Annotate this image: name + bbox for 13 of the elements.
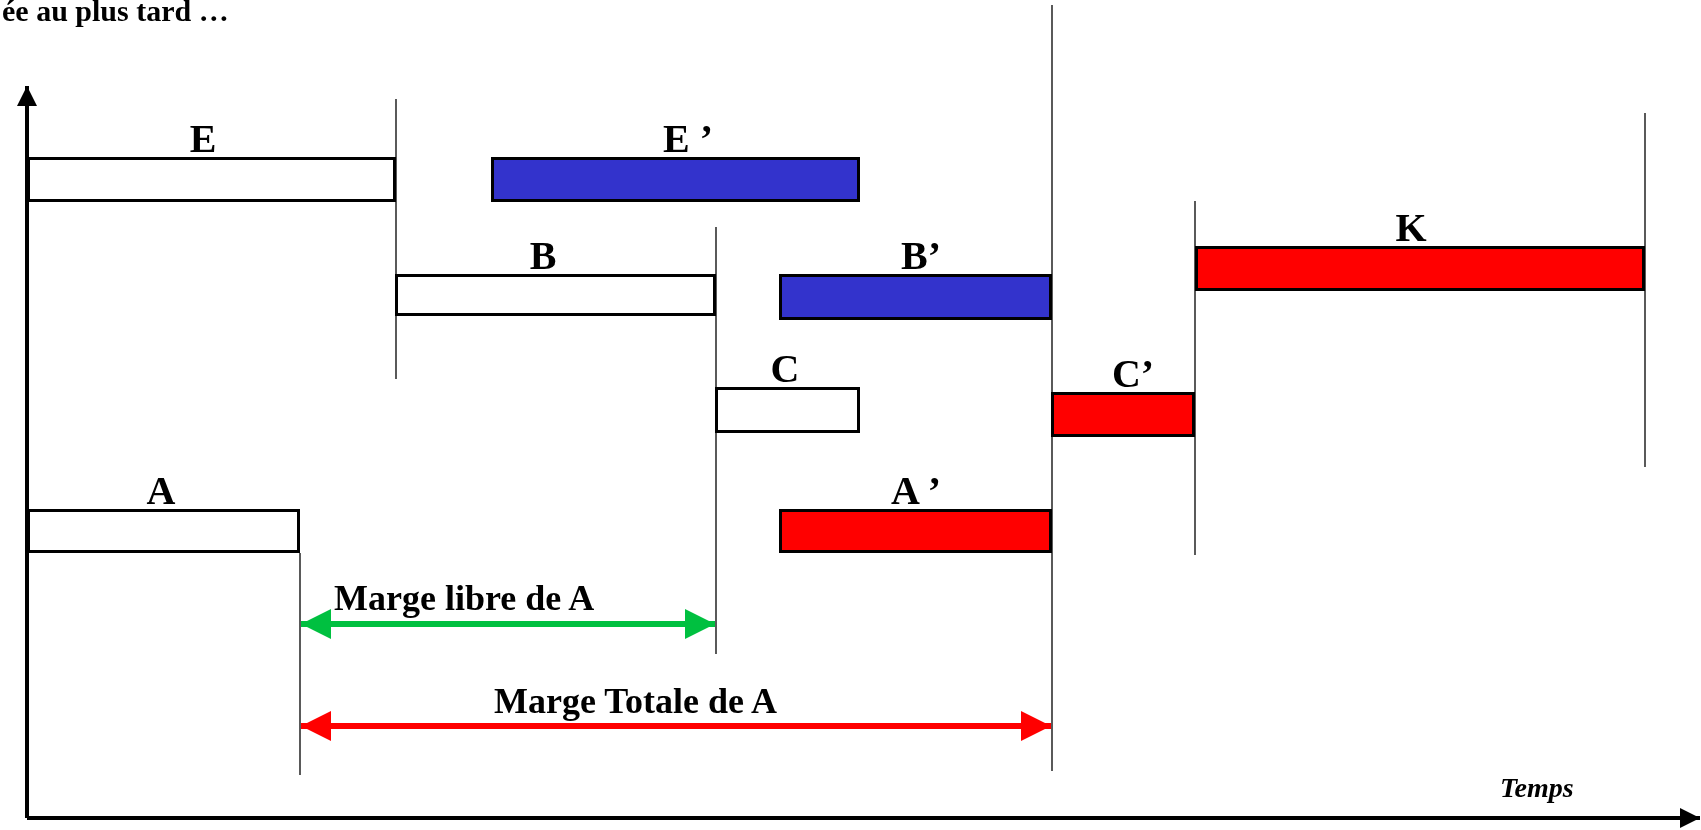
task-label: A ’ [891, 469, 941, 513]
task-label: B’ [901, 234, 941, 278]
task-label: E ’ [663, 117, 713, 161]
task-label: A [146, 469, 176, 513]
task-label: K [1395, 206, 1427, 250]
dimension-label: Marge Totale de A [494, 680, 777, 722]
dimension-label: Marge libre de A [334, 577, 595, 619]
task-label: C’ [1111, 352, 1155, 396]
task-label: B [529, 234, 557, 278]
task-label: C [770, 347, 800, 391]
task-label: E [189, 117, 217, 161]
title: ée au plus tard … [2, 0, 229, 28]
axis-label: Temps [1500, 772, 1574, 804]
